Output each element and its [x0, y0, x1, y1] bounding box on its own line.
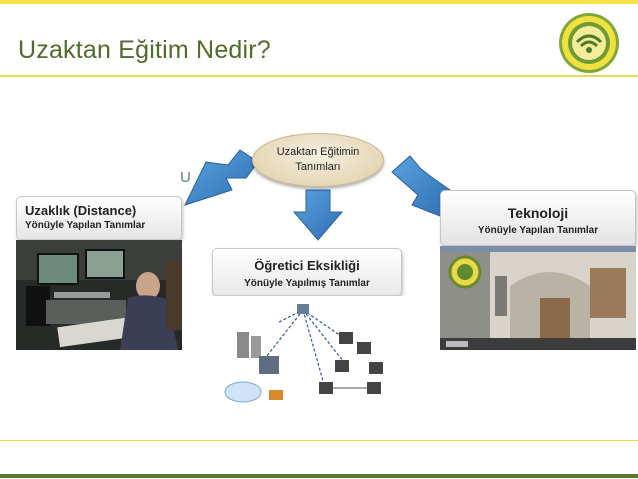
- distance-subheading: Yönüyle Yapılan Tanımlar: [25, 220, 146, 231]
- center-node-line1: Uzaktan Eğitimin: [276, 146, 360, 158]
- technology-definitions-box: Teknoloji Yönüyle Yapılan Tanımlar: [440, 190, 636, 246]
- center-node: Uzaktan Eğitimin Tanımları: [252, 133, 384, 187]
- university-logo: [559, 13, 619, 73]
- instructor-absence-definitions-box: Öğretici Eksikliği Yönüyle Yapılmış Tanı…: [212, 248, 402, 296]
- top-accent-bar: [0, 0, 638, 4]
- arrow-down: [292, 189, 344, 241]
- slide-title: Uzaktan Eğitim Nedir?: [18, 36, 271, 64]
- footer-divider: [0, 440, 638, 441]
- technology-heading: Teknoloji: [507, 205, 569, 221]
- instructor-subheading: Yönüyle Yapılmış Tanımlar: [244, 278, 370, 289]
- distance-heading: Uzaklık (Distance): [25, 203, 137, 218]
- distance-definitions-box: Uzaklık (Distance) Yönüyle Yapılan Tanım…: [16, 196, 182, 240]
- title-divider: [0, 75, 638, 77]
- arrow-left: [184, 149, 259, 206]
- virtual-campus-screenshot: [440, 246, 636, 350]
- center-node-line2: Tanımları: [295, 161, 341, 173]
- instructor-heading: Öğretici Eksikliği: [254, 258, 360, 273]
- partial-hidden-label: U: [180, 169, 191, 186]
- satellite-network-diagram: [207, 296, 407, 416]
- technology-subheading: Yönüyle Yapılan Tanımlar: [477, 225, 599, 236]
- footer-bar: [0, 474, 638, 478]
- video-conference-photo: [16, 240, 182, 350]
